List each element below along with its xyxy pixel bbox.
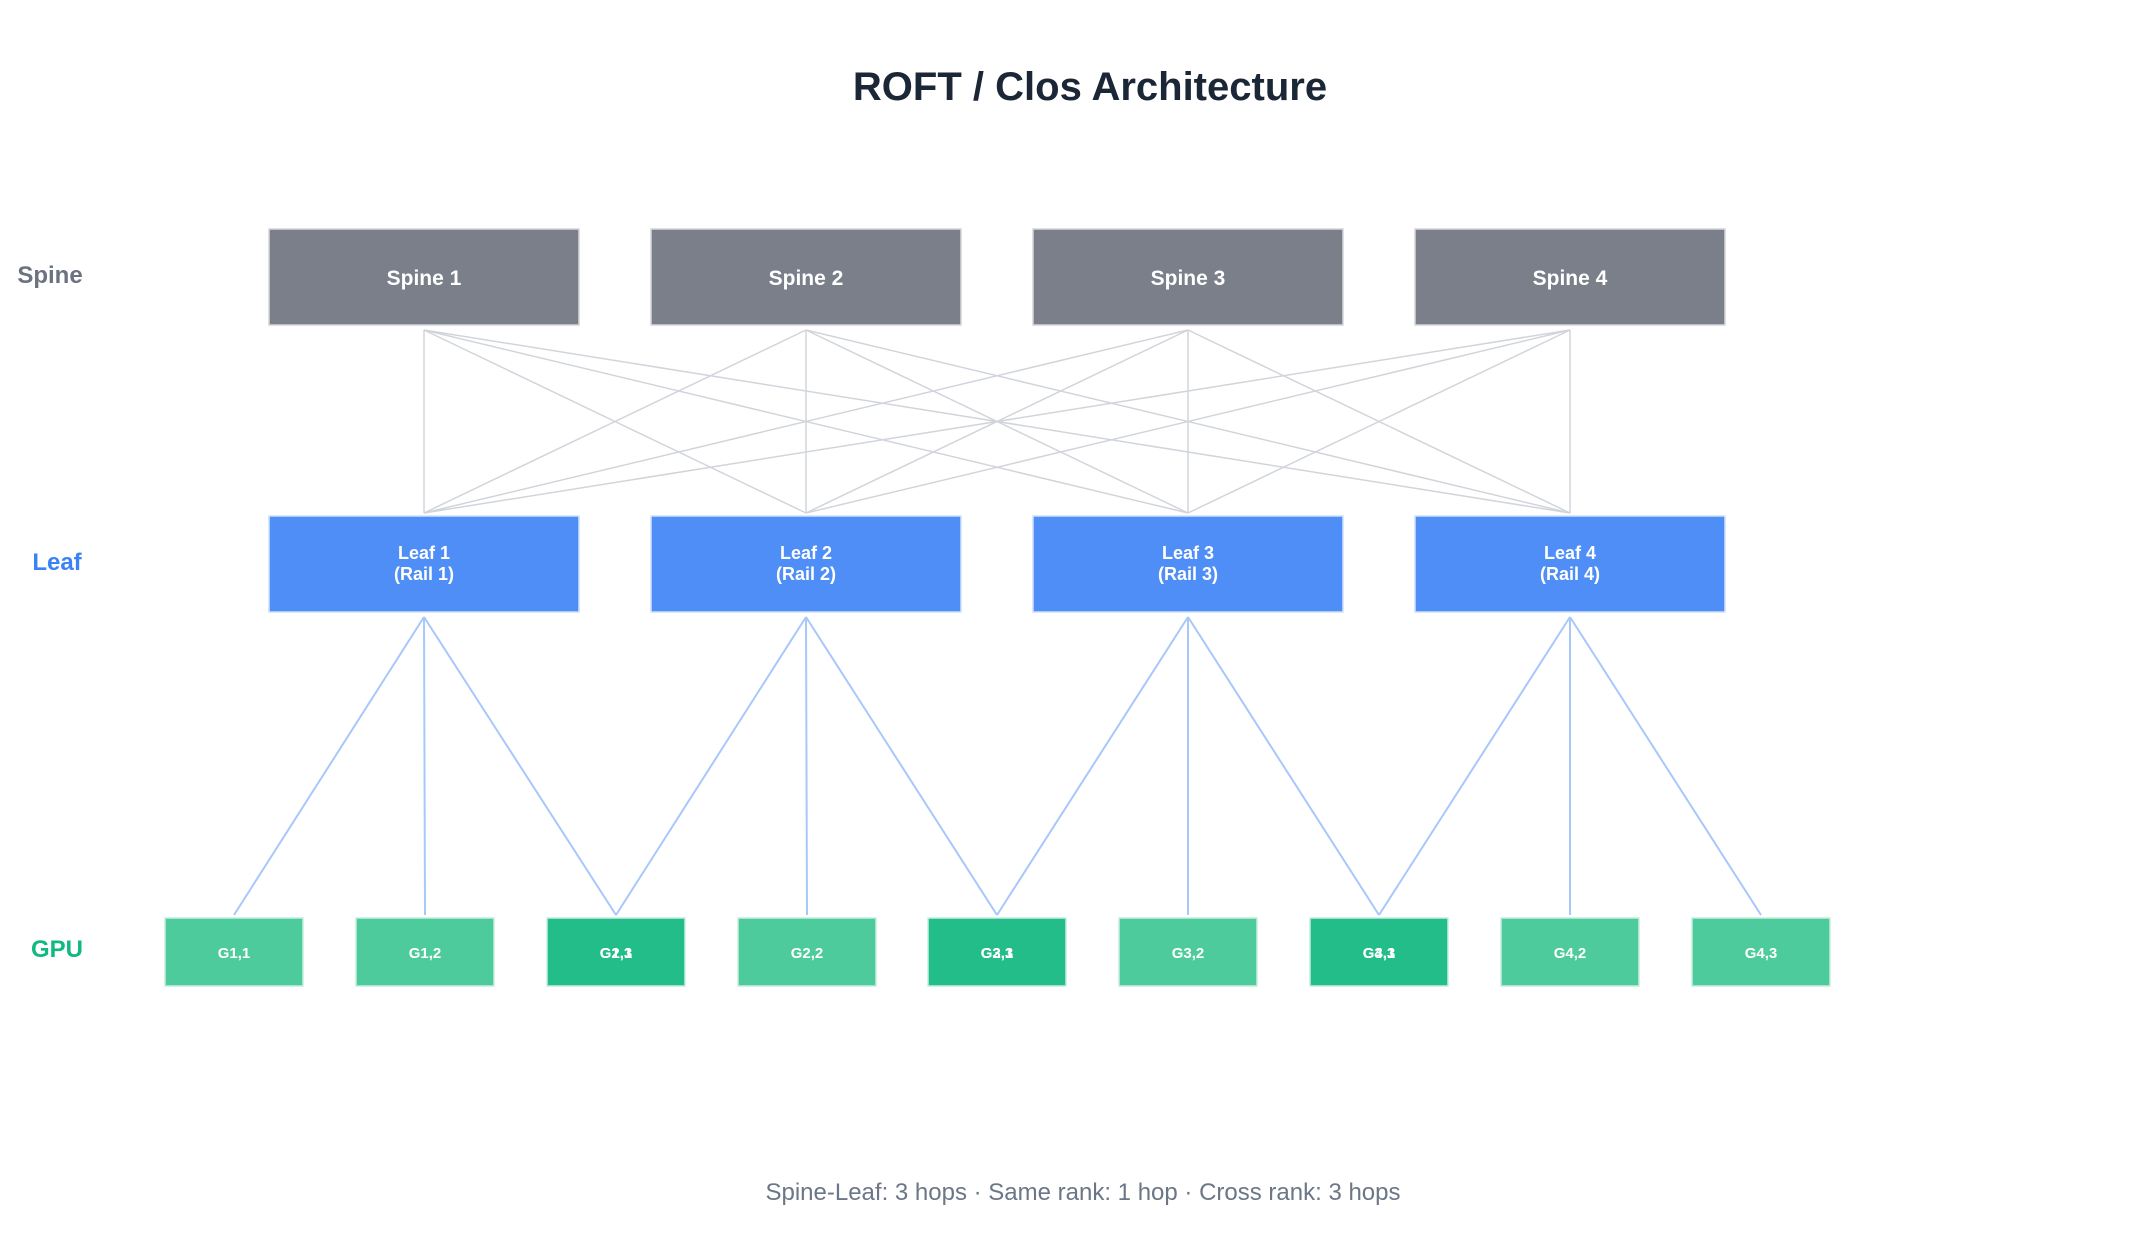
leaf-2-label: Leaf 2(Rail 2) (776, 543, 836, 584)
gpu-6-box (1118, 917, 1258, 987)
tier-label-gpu: GPU (31, 936, 83, 963)
link-leaf-2-gpu-4 (805, 616, 808, 916)
leaf-4-node: Leaf 4(Rail 4) (1414, 515, 1726, 613)
link-leaf-2-gpu-5 (805, 616, 998, 916)
leaf-gpu-links (233, 616, 1762, 916)
gpu-9-node: G4,3 (1691, 917, 1831, 987)
gpu-4-box (737, 917, 877, 987)
gpu-tier: G1,1 G1,2 G1,3G2,1 G2,2 G2,3G3,1 G3,2 G3,3G4,1… (164, 917, 1831, 987)
gpu-3-label-2: G2,1 (600, 945, 633, 962)
gpu-5-label-1: G2,3 (981, 945, 1014, 962)
gpu-2-node: G1,2 (355, 917, 495, 987)
gpu-4-node: G2,2 (737, 917, 877, 987)
gpu-5-node: G2,3G3,1 (927, 917, 1067, 987)
spine-1-label: Spine 1 (387, 267, 462, 290)
gpu-8-node: G4,2 (1500, 917, 1640, 987)
gpu-1-label-1: G1,1 (218, 945, 251, 962)
link-leaf-1-gpu-3 (423, 616, 617, 916)
link-leaf-2-gpu-3 (615, 616, 807, 916)
tier-label-leaf: Leaf (32, 549, 82, 576)
footer-item-1: Spine-Leaf: 3 hops (765, 1179, 966, 1206)
gpu-8-label-1: G4,2 (1554, 945, 1587, 962)
spine-3-box (1032, 228, 1344, 326)
diagram-title: ROFT / Clos Architecture (853, 65, 1327, 109)
gpu-1-box (164, 917, 304, 987)
leaf-1-box (268, 515, 580, 613)
spine-2-label: Spine 2 (769, 267, 844, 290)
link-spine-4-leaf-1 (423, 329, 1571, 514)
leaf-4-label-line-1: Leaf 4 (1544, 543, 1596, 563)
link-spine-3-leaf-1 (423, 329, 1189, 514)
gpu-2-label-1: G1,2 (409, 945, 442, 962)
spine-4-node: Spine 4 (1414, 228, 1726, 326)
leaf-3-node: Leaf 3(Rail 3) (1032, 515, 1344, 613)
link-leaf-3-gpu-5 (996, 616, 1189, 916)
link-leaf-4-gpu-7 (1378, 616, 1571, 916)
tier-label-spine: Spine (17, 262, 82, 289)
gpu-5-box (927, 917, 1067, 987)
link-leaf-4-gpu-9 (1569, 616, 1762, 916)
leaf-1-node: Leaf 1(Rail 1) (268, 515, 580, 613)
link-leaf-1-gpu-1 (233, 616, 425, 916)
gpu-5-label-2: G3,1 (981, 945, 1014, 962)
leaf-2-label-line-1: Leaf 2 (780, 543, 832, 563)
leaf-4-box (1414, 515, 1726, 613)
footer-item-3: Cross rank: 3 hops (1199, 1179, 1400, 1206)
gpu-7-box (1309, 917, 1449, 987)
leaf-2-box (650, 515, 962, 613)
spine-2-node: Spine 2 (650, 228, 962, 326)
spine-1-box (268, 228, 580, 326)
spine-1-node: Spine 1 (268, 228, 580, 326)
footer-item-2: Same rank: 1 hop (988, 1179, 1177, 1206)
link-leaf-1-gpu-2 (423, 616, 426, 916)
link-spine-2-leaf-1 (423, 329, 807, 514)
gpu-3-node: G1,3G2,1 (546, 917, 686, 987)
link-spine-4-leaf-3 (1187, 329, 1571, 514)
gpu-6-node: G3,2 (1118, 917, 1258, 987)
gpu-6-label-1: G3,2 (1172, 945, 1205, 962)
leaf-1-label: Leaf 1(Rail 1) (394, 543, 454, 584)
leaf-3-label-line-1: Leaf 3 (1162, 543, 1214, 563)
gpu-3-box (546, 917, 686, 987)
leaf-1-label-line-1: Leaf 1 (398, 543, 450, 563)
spine-4-box (1414, 228, 1726, 326)
spine-4-label: Spine 4 (1533, 267, 1608, 290)
leaf-4-label: Leaf 4(Rail 4) (1540, 543, 1600, 584)
leaf-2-node: Leaf 2(Rail 2) (650, 515, 962, 613)
spine-3-node: Spine 3 (1032, 228, 1344, 326)
spine-tier: Spine 1 Spine 2 Spine 3 Spine 4 (268, 228, 1726, 326)
leaf-3-label-line-2: (Rail 3) (1158, 564, 1218, 584)
leaf-3-label: Leaf 3(Rail 3) (1158, 543, 1218, 584)
spine-leaf-links (423, 329, 1571, 514)
gpu-4-label-1: G2,2 (791, 945, 824, 962)
spine-2-box (650, 228, 962, 326)
footer-summary: Spine-Leaf: 3 hops · Same rank: 1 hop · … (765, 1179, 1400, 1206)
leaf-3-box (1032, 515, 1344, 613)
gpu-7-label-1: G3,3 (1363, 945, 1396, 962)
gpu-2-box (355, 917, 495, 987)
gpu-9-label-1: G4,3 (1745, 945, 1778, 962)
footer-separator: · (967, 1179, 988, 1206)
gpu-7-node: G3,3G4,1 (1309, 917, 1449, 987)
gpu-7-label-2: G4,1 (1363, 945, 1396, 962)
spine-3-label: Spine 3 (1151, 267, 1226, 290)
leaf-1-label-line-2: (Rail 1) (394, 564, 454, 584)
link-spine-4-leaf-2 (805, 329, 1571, 514)
footer-separator: · (1178, 1179, 1199, 1206)
leaf-tier: Leaf 1(Rail 1)Leaf 2(Rail 2)Leaf 3(Rail … (268, 515, 1726, 613)
leaf-4-label-line-2: (Rail 4) (1540, 564, 1600, 584)
link-leaf-3-gpu-7 (1187, 616, 1380, 916)
gpu-8-box (1500, 917, 1640, 987)
gpu-3-label-1: G1,3 (600, 945, 633, 962)
leaf-2-label-line-2: (Rail 2) (776, 564, 836, 584)
gpu-1-node: G1,1 (164, 917, 304, 987)
gpu-9-box (1691, 917, 1831, 987)
